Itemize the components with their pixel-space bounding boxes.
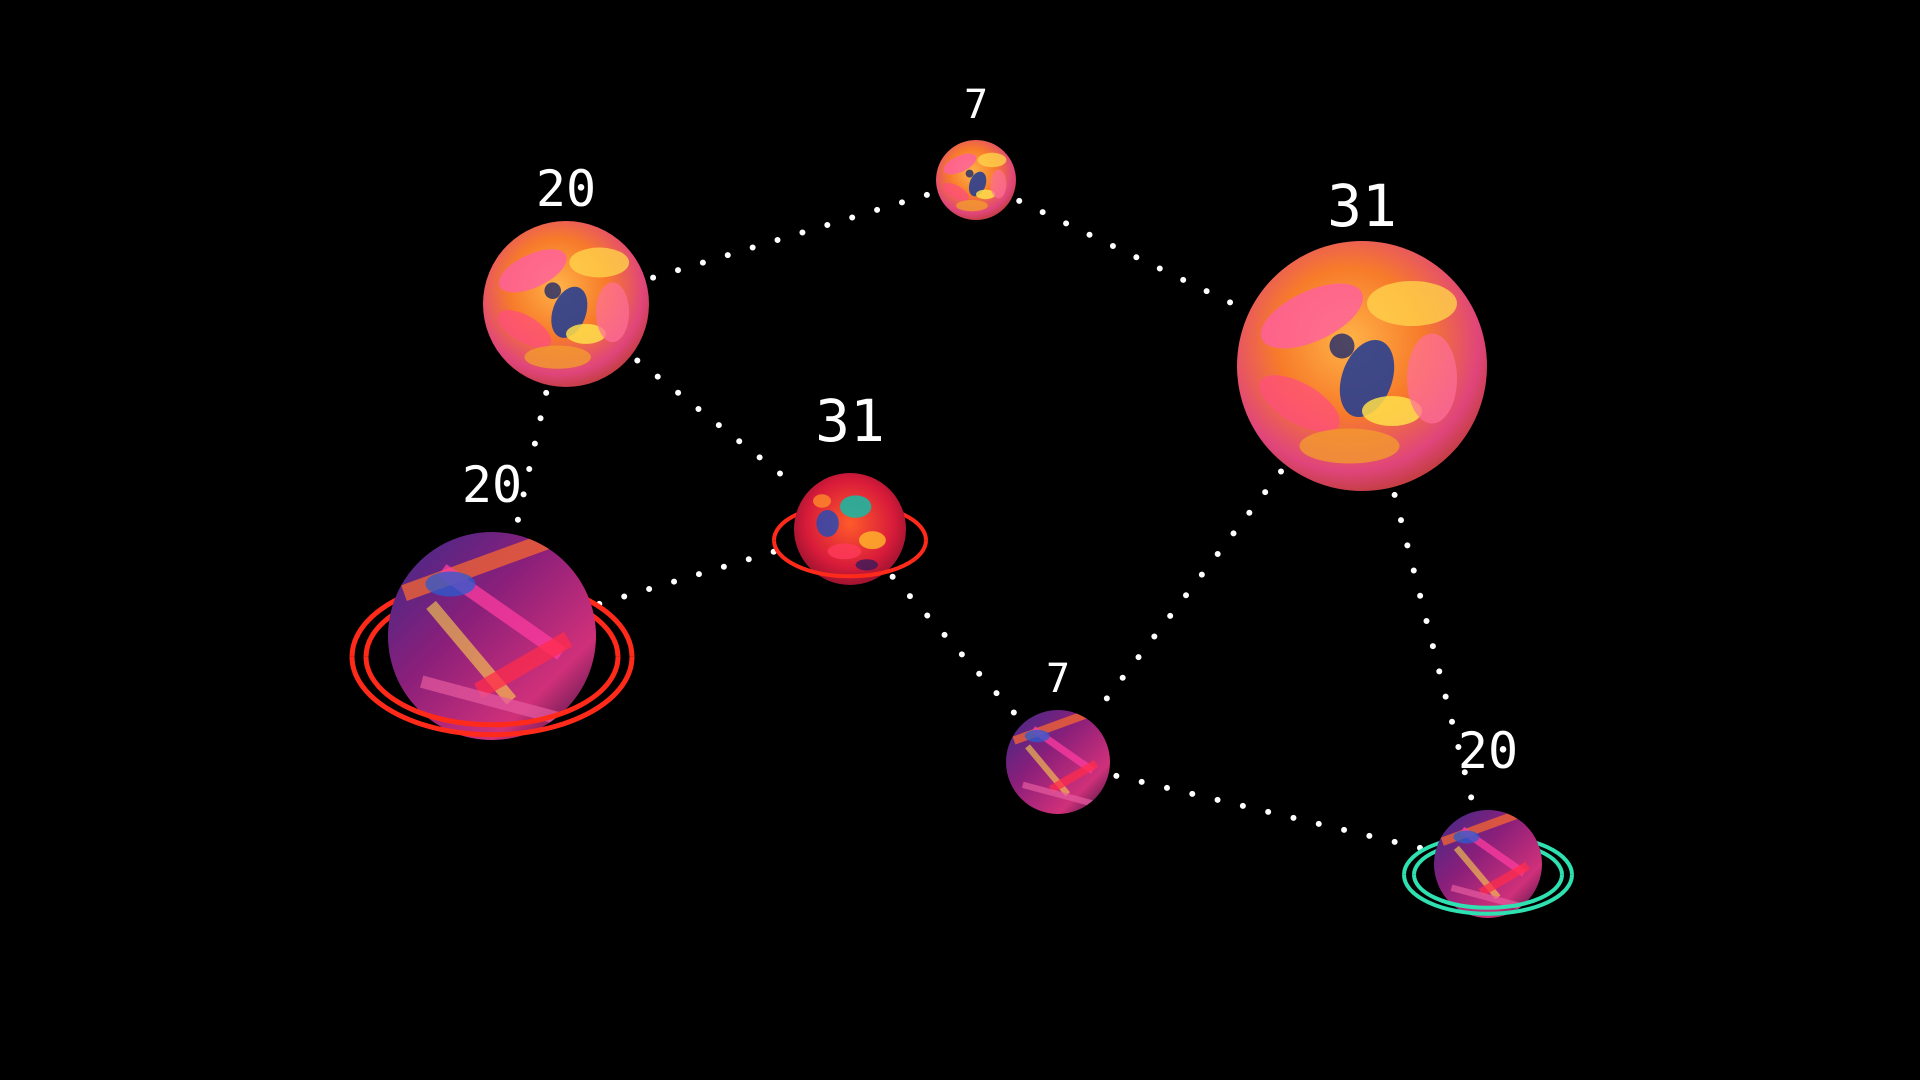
route-link-p3-p6: [1091, 468, 1285, 718]
links-layer: [513, 190, 1476, 853]
planet-p3[interactable]: 31: [1237, 172, 1487, 491]
route-link-p6-p7: [1113, 772, 1431, 853]
planet-sphere[interactable]: [1237, 241, 1487, 491]
planet-unit-count: 20: [1458, 722, 1518, 780]
planet-unit-count: 31: [815, 387, 885, 455]
planet-sphere[interactable]: [388, 532, 596, 740]
planet-sphere[interactable]: [1434, 810, 1542, 918]
route-link-p3-p7: [1391, 491, 1476, 807]
planet-p2[interactable]: 20: [483, 160, 649, 387]
planet-unit-count: 20: [536, 160, 596, 218]
planet-unit-count: 7: [964, 82, 988, 128]
orbit-ring-front: [772, 540, 928, 579]
planet-sphere[interactable]: [936, 140, 1016, 220]
planet-p1[interactable]: 7: [936, 82, 1016, 220]
planet-sphere[interactable]: [483, 221, 649, 387]
planet-sphere[interactable]: [794, 473, 906, 585]
planet-p5[interactable]: 20: [349, 456, 635, 740]
planet-unit-count: 20: [462, 456, 522, 514]
orbit-ring-front: [1402, 874, 1574, 916]
planet-p4[interactable]: 31: [772, 387, 928, 585]
orbit-ring-front: [1412, 874, 1564, 910]
orbit-ring-front: [363, 656, 621, 728]
planet-unit-count: 31: [1327, 172, 1397, 240]
planet-p7[interactable]: 20: [1402, 722, 1574, 918]
route-link-p2-p1: [650, 190, 934, 281]
route-link-p1-p3: [1016, 197, 1246, 312]
route-link-p5-p4: [596, 544, 792, 607]
orbit-ring-front: [349, 656, 635, 738]
route-link-p4-p6: [889, 573, 1022, 721]
planets-layer: 7 20 31 31 20 7 20: [349, 82, 1574, 918]
planet-p6[interactable]: 7: [1006, 656, 1110, 814]
planet-unit-count: 7: [1046, 656, 1070, 702]
planet-sphere[interactable]: [1006, 710, 1110, 814]
route-link-p2-p4: [634, 357, 803, 493]
